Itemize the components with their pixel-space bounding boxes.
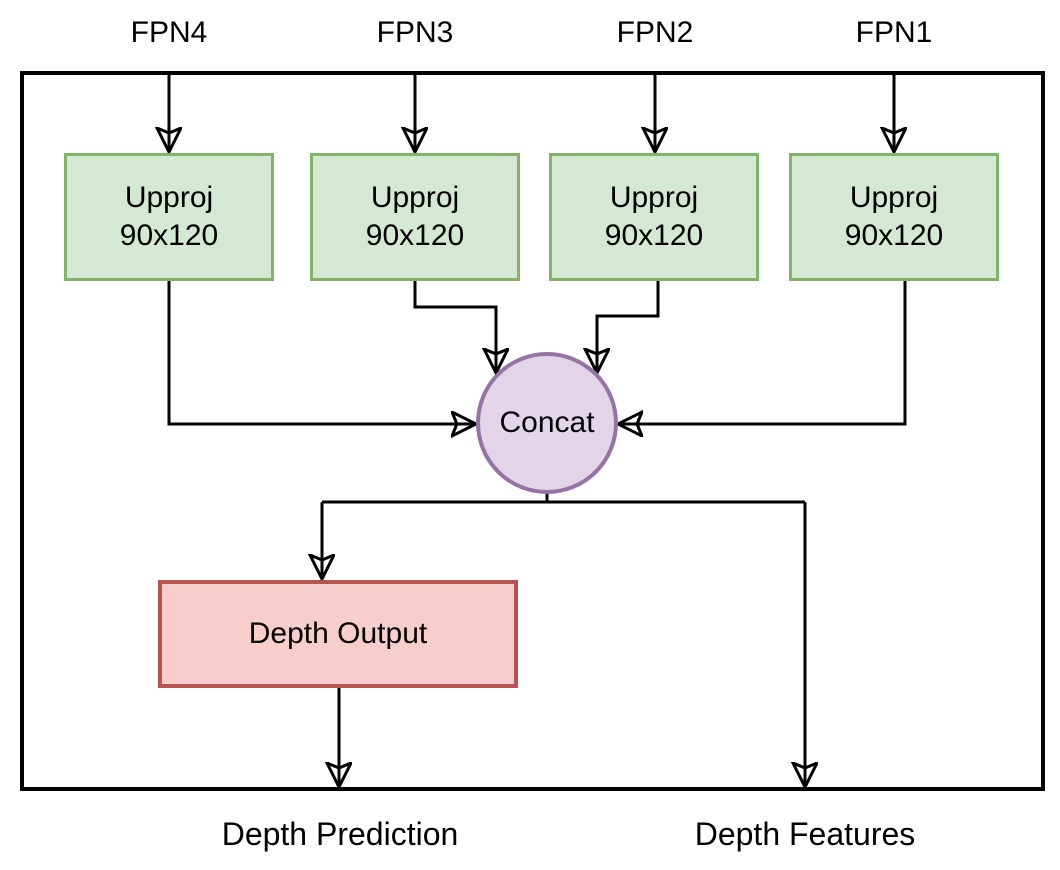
upproj-box-fpn3: Upproj 90x120 (310, 153, 520, 281)
upproj-size: 90x120 (844, 219, 944, 252)
input-label-fpn4: FPN4 (130, 16, 208, 49)
upproj-title: Upproj (609, 181, 699, 214)
input-label-fpn3: FPN3 (376, 16, 454, 49)
concat-node: Concat (476, 352, 618, 494)
output-label-depth-prediction: Depth Prediction (221, 816, 459, 852)
upproj-box-fpn2: Upproj 90x120 (549, 153, 759, 281)
upproj-title: Upproj (124, 181, 214, 214)
output-label-depth-features: Depth Features (694, 816, 916, 852)
upproj-title: Upproj (370, 181, 460, 214)
upproj-size: 90x120 (365, 219, 465, 252)
upproj-box-fpn1: Upproj 90x120 (789, 153, 999, 281)
arrow-upproj4-to-concat (167, 281, 475, 424)
concat-label: Concat (499, 406, 595, 439)
input-label-fpn2: FPN2 (616, 16, 694, 49)
upproj-size: 90x120 (119, 219, 219, 252)
upproj-size: 90x120 (604, 219, 704, 252)
arrow-upproj2-to-concat (597, 281, 660, 372)
upproj-box-fpn4: Upproj 90x120 (64, 153, 274, 281)
decoder-boundary (20, 71, 1045, 791)
arrow-upproj1-to-concat (619, 281, 907, 424)
depth-output-box: Depth Output (158, 580, 518, 688)
depth-output-label: Depth Output (248, 617, 428, 650)
upproj-title: Upproj (849, 181, 939, 214)
input-label-fpn1: FPN1 (855, 16, 933, 49)
arrow-upproj3-to-concat (413, 281, 496, 372)
